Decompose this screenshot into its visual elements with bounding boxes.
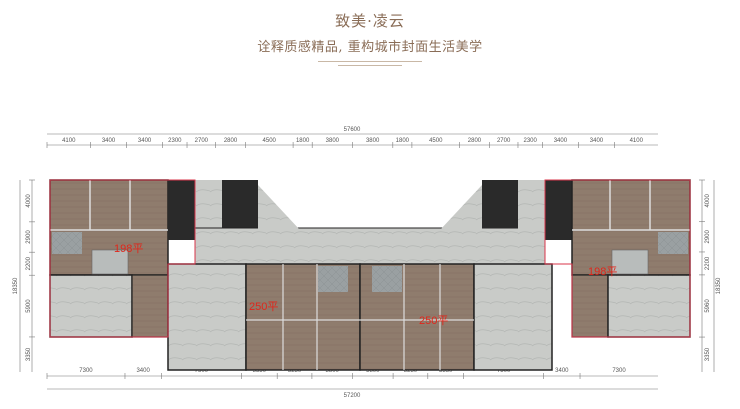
left-core-stair — [168, 180, 195, 240]
top-segment-label: 3400 — [590, 138, 604, 144]
left-segment-label: 3350 — [26, 347, 32, 361]
top-segment-label: 2800 — [224, 138, 238, 144]
right-segment-label: 5960 — [705, 299, 711, 313]
bottom-dimension-segments: 7300 3400 7500 3350 3250 3800 3800 3250 3350 7500… — [46, 368, 658, 379]
right-total-label: 18350 — [716, 277, 722, 294]
left-kitchen — [91, 249, 129, 275]
right-core-lift — [482, 180, 518, 228]
top-segment-label: 2300 — [523, 138, 537, 144]
top-segment-label: 3400 — [554, 138, 568, 144]
bottom-segment-label: 7300 — [79, 368, 93, 374]
unit-outline-198-right — [544, 179, 691, 338]
top-segment-label: 4500 — [263, 138, 277, 144]
bottom-total-label: 57200 — [344, 393, 361, 399]
left-dimension: 18350 4000 2900 2200 5900 3350 — [13, 179, 35, 372]
left-core-lift — [222, 180, 258, 228]
right-segment-label: 2200 — [705, 256, 711, 270]
bottom-segment-label: 3800 — [326, 368, 340, 374]
left-segment-label: 4000 — [26, 194, 32, 208]
right-segment-label: 4000 — [705, 194, 711, 208]
left-lower-bedroom — [131, 274, 169, 338]
right-lower-bedroom — [571, 274, 609, 338]
center-right-living — [473, 263, 553, 371]
bottom-dimension-total: 57200 — [47, 388, 658, 399]
left-segment-label: 2900 — [26, 230, 32, 244]
center-bath-left — [318, 266, 348, 292]
page-subtitle: 诠释质感精品, 重构城市封面生活美学 — [257, 40, 483, 55]
top-segment-label: 4100 — [630, 138, 644, 144]
bottom-segment-label: 3350 — [253, 368, 267, 374]
top-dimension-segments: 4100 3400 3400 2300 2700 2800 4500 1800 3800 3800… — [46, 138, 658, 148]
top-dimension-total: 57600 — [47, 127, 658, 135]
bottom-segment-label: 3250 — [404, 368, 418, 374]
left-bathroom — [52, 232, 82, 254]
top-total-label: 57600 — [344, 127, 361, 133]
bottom-segment-label: 3400 — [555, 368, 569, 374]
right-dimension: 18350 4000 2900 2200 5960 3350 — [699, 179, 722, 372]
top-segment-label: 3400 — [138, 138, 152, 144]
top-segment-label: 3400 — [102, 138, 116, 144]
top-segment-label: 4500 — [429, 138, 443, 144]
unit-area-label-250-right: 250平 — [419, 315, 448, 327]
unit-area-label-250-left: 250平 — [249, 301, 278, 313]
top-segment-label: 3800 — [326, 138, 340, 144]
unit-outline-198-left — [49, 179, 196, 338]
right-segment-label: 2900 — [705, 230, 711, 244]
top-segment-label: 1800 — [296, 138, 310, 144]
bottom-segment-label: 3400 — [136, 368, 150, 374]
bottom-segment-label: 7300 — [612, 368, 626, 374]
left-total-label: 18350 — [13, 277, 19, 294]
left-segment-label: 2200 — [26, 256, 32, 270]
top-segment-label: 2700 — [195, 138, 209, 144]
right-segment-label: 3350 — [705, 347, 711, 361]
central-lobby — [194, 227, 546, 265]
left-lower-living — [49, 274, 133, 338]
center-left-living — [167, 263, 247, 371]
right-lower-living — [607, 274, 691, 338]
right-kitchen — [611, 249, 649, 275]
right-bathroom — [658, 232, 688, 254]
bottom-segment-label: 3350 — [439, 368, 453, 374]
unit-area-label-198-right: 198平 — [588, 266, 617, 278]
left-segment-label: 5900 — [26, 299, 32, 313]
title-divider — [318, 61, 422, 67]
bottom-segment-label: 7500 — [195, 368, 209, 374]
bottom-segment-label: 7500 — [497, 368, 511, 374]
top-segment-label: 4100 — [62, 138, 76, 144]
building-plan — [49, 179, 691, 371]
top-segment-label: 2300 — [168, 138, 182, 144]
top-segment-label: 2800 — [468, 138, 482, 144]
right-core-hall — [518, 180, 545, 240]
top-segment-label: 2700 — [497, 138, 511, 144]
top-segment-label: 1800 — [396, 138, 410, 144]
unit-area-label-198-left: 198平 — [114, 243, 143, 255]
center-bath-right — [372, 266, 402, 292]
right-core-stair — [545, 180, 572, 240]
page-title: 致美·凌云 — [335, 12, 405, 30]
top-segment-label: 3800 — [366, 138, 380, 144]
bottom-segment-label: 3800 — [366, 368, 380, 374]
bottom-segment-label: 3250 — [288, 368, 302, 374]
